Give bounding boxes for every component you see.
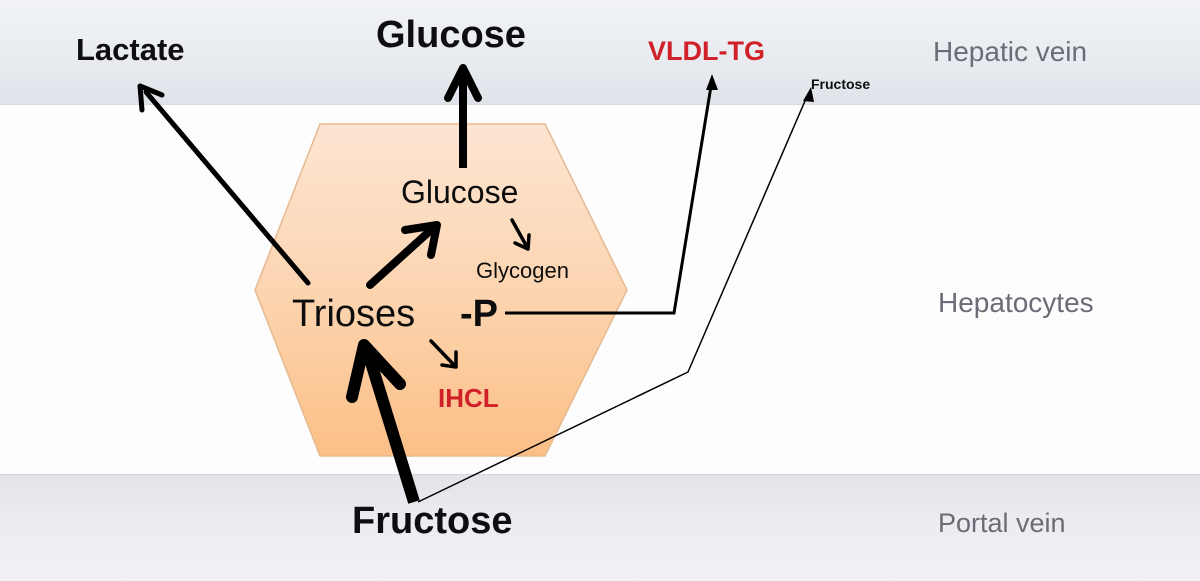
arrow-trioses-to-lactate	[137, 83, 311, 286]
lactate-label: Lactate	[76, 32, 185, 67]
hepatocyte-hexagon	[254, 123, 628, 457]
portal-vein-band	[0, 474, 1200, 581]
portal-vein-label: Portal vein	[938, 508, 1066, 538]
glucose-blood-label: Glucose	[376, 14, 526, 56]
arrow-trioses-to-glucose	[366, 221, 441, 289]
fructose-hepatic-label: Fructose	[811, 76, 871, 92]
arrow-fructose-bypass	[417, 87, 814, 503]
hepatocytes-label: Hepatocytes	[938, 287, 1094, 318]
arrow-trioses-to-ihcl	[429, 339, 458, 369]
arrow-glucose-to-glycogen	[510, 218, 531, 251]
phosphate-label: -P	[460, 293, 498, 335]
glycogen-label: Glycogen	[476, 258, 569, 283]
glucose-cell-label: Glucose	[401, 174, 519, 210]
ihcl-label: IHCL	[438, 383, 499, 413]
fructose-portal-label: Fructose	[352, 500, 513, 542]
hepatic-vein-label: Hepatic vein	[933, 36, 1088, 67]
trioses-label: Trioses	[292, 293, 416, 335]
arrow-glucose-to-blood	[444, 64, 482, 168]
arrow-trioses-to-vldl-tg	[505, 74, 718, 315]
arrow-fructose-to-trioses	[346, 339, 420, 504]
hepatic-vein-band	[0, 0, 1200, 105]
vldl-tg-label: VLDL-TG	[648, 36, 765, 66]
